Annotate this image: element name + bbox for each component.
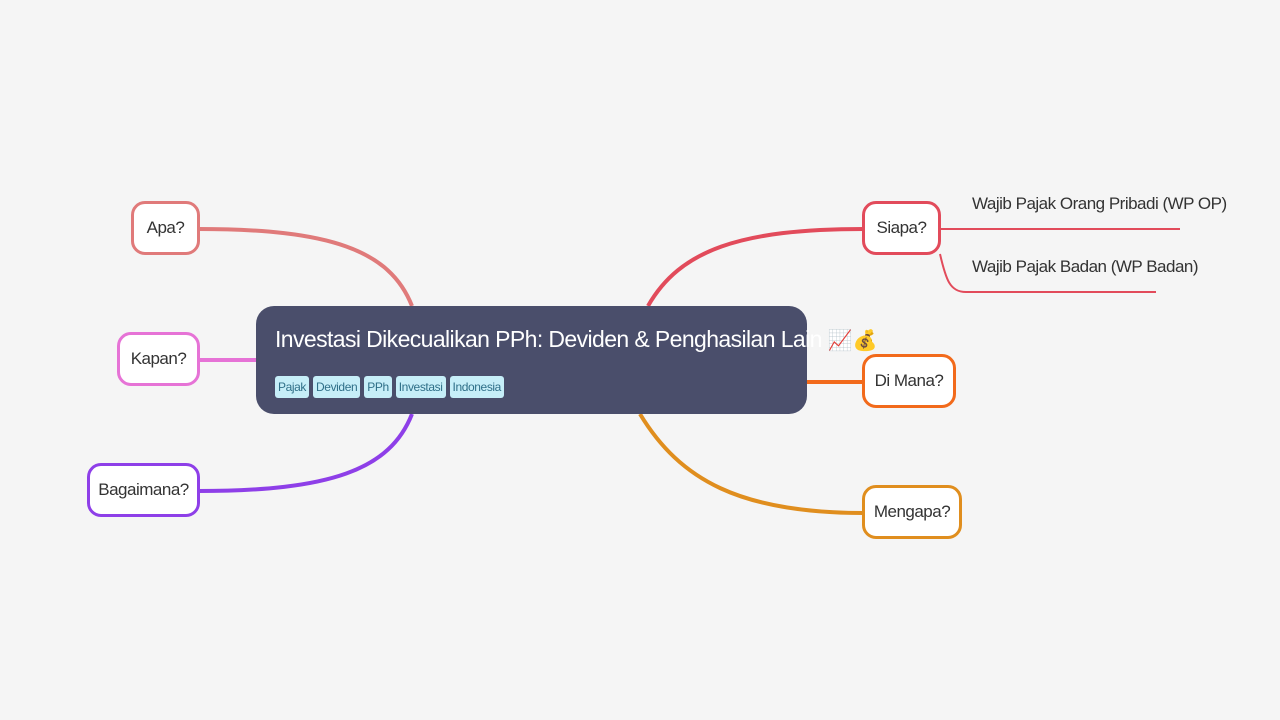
link-apa: [197, 227, 414, 307]
node-mengapa[interactable]: Mengapa?: [862, 485, 962, 539]
central-title: Investasi Dikecualikan PPh: Deviden & Pe…: [275, 326, 822, 352]
node-dimana[interactable]: Di Mana?: [862, 354, 956, 408]
central-topic[interactable]: Investasi Dikecualikan PPh: Deviden & Pe…: [256, 306, 877, 414]
leaf-wp-badan[interactable]: Wajib Pajak Badan (WP Badan): [972, 257, 1199, 276]
node-apa-label: Apa?: [146, 218, 185, 237]
node-dimana-label: Di Mana?: [874, 371, 944, 390]
node-kapan-label: Kapan?: [130, 349, 187, 368]
node-kapan[interactable]: Kapan?: [117, 332, 200, 386]
node-mengapa-label: Mengapa?: [873, 502, 951, 521]
link-siapa-wp-badan: [939, 253, 1156, 293]
node-bagaimana[interactable]: Bagaimana?: [87, 463, 200, 517]
tag-list: Pajak Deviden PPh Investasi Indonesia: [275, 376, 504, 398]
central-title-line: Investasi Dikecualikan PPh: Deviden & Pe…: [275, 326, 877, 353]
link-siapa: [646, 227, 865, 307]
node-siapa[interactable]: Siapa?: [862, 201, 941, 255]
link-mengapa: [638, 412, 865, 515]
node-siapa-label: Siapa?: [876, 218, 927, 237]
node-apa[interactable]: Apa?: [131, 201, 200, 255]
link-bagaimana: [197, 413, 414, 493]
tag-pajak[interactable]: Pajak: [275, 376, 310, 398]
tag-pph[interactable]: PPh: [364, 376, 392, 398]
node-bagaimana-label: Bagaimana?: [98, 480, 189, 499]
leaf-wp-op[interactable]: Wajib Pajak Orang Pribadi (WP OP): [972, 194, 1227, 213]
chart-money-emoji-icon: 📈💰: [827, 330, 878, 352]
tag-deviden[interactable]: Deviden: [313, 376, 361, 398]
tag-indonesia[interactable]: Indonesia: [449, 376, 504, 398]
tag-investasi[interactable]: Investasi: [395, 376, 446, 398]
